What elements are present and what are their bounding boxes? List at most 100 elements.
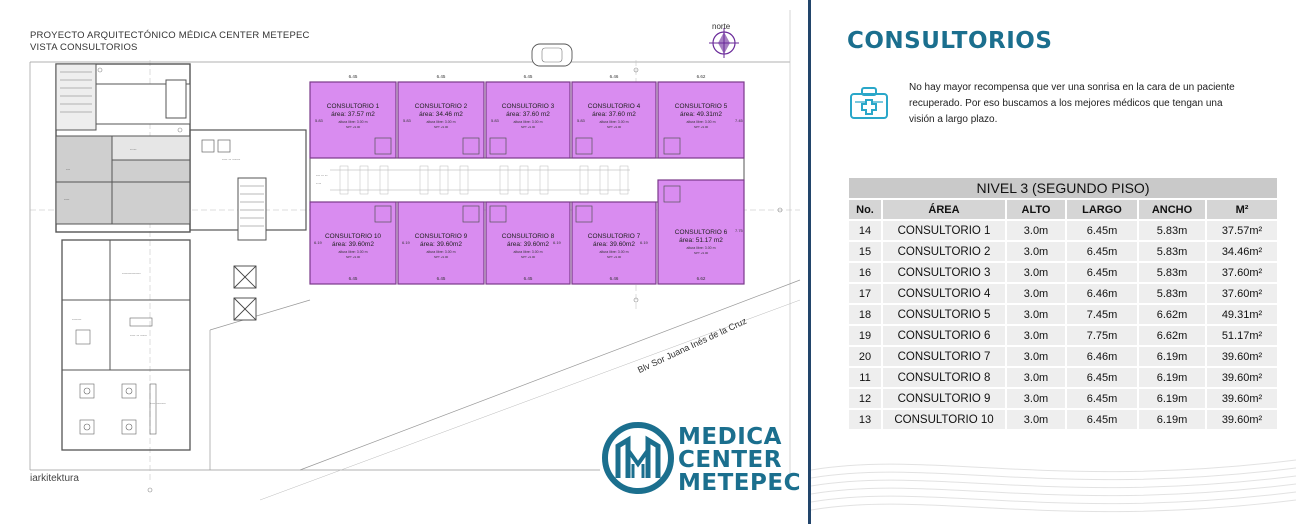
dim-label: --.--: [130, 146, 137, 151]
table-row: 20 CONSULTORIO 7 3.0m 6.46m 6.19m 39.60m…: [847, 345, 1279, 368]
room-consultorio-1: 6.45 5.83 CONSULTORIO 1 área: 37.57 m2 a…: [309, 74, 397, 159]
cell-alto: 3.0m: [1005, 261, 1067, 284]
floor-plan-drawing: --- ---- --.-- ---- -- ------ ----------…: [29, 10, 801, 501]
brand-line-1: MEDICA: [678, 424, 782, 450]
svg-text:6.19: 6.19: [640, 240, 649, 245]
cell-no: 20: [847, 345, 883, 368]
cell-largo: 7.45m: [1065, 303, 1139, 326]
svg-text:5.83: 5.83: [403, 118, 412, 123]
cell-no: 19: [847, 324, 883, 347]
car-icon: [531, 43, 573, 67]
cell-alto: 3.0m: [1005, 345, 1067, 368]
svg-text:NPT +9.00: NPT +9.00: [346, 255, 361, 259]
cell-area: CONSULTORIO 9: [881, 387, 1007, 410]
room-consultorio-3: 6.45 5.83 CONSULTORIO 3 área: 37.60 m2 a…: [485, 74, 571, 159]
floor-plan-panel: PROYECTO ARQUITECTÓNICO MÉDICA CENTER ME…: [29, 10, 801, 501]
table-row: 16 CONSULTORIO 3 3.0m 6.45m 5.83m 37.60m…: [847, 261, 1279, 284]
cell-area: CONSULTORIO 5: [881, 303, 1007, 326]
col-header-alto: ALTO: [1005, 198, 1067, 221]
room-consultorio-7: 6.46 6.19 CONSULTORIO 7 área: 39.60m2 al…: [571, 201, 657, 285]
cell-ancho: 5.83m: [1137, 282, 1207, 305]
svg-text:área: 37.57 m2: área: 37.57 m2: [331, 111, 375, 118]
room-consultorio-8: 6.45 6.19 CONSULTORIO 8 área: 39.60m2 al…: [485, 201, 571, 285]
svg-text:CONSULTORIO 5: CONSULTORIO 5: [675, 103, 728, 110]
cell-ancho: 5.83m: [1137, 240, 1207, 263]
svg-text:altura libre: 3.00 m: altura libre: 3.00 m: [600, 250, 629, 254]
svg-text:CONSULTORIO 10: CONSULTORIO 10: [325, 233, 381, 240]
room-consultorio-10: 6.45 6.19 CONSULTORIO 10 área: 39.60m2 a…: [309, 201, 397, 285]
cell-m2: 39.60m²: [1205, 366, 1279, 389]
cell-largo: 6.46m: [1065, 282, 1139, 305]
cell-ancho: 6.62m: [1137, 324, 1207, 347]
cell-alto: 3.0m: [1005, 303, 1067, 326]
svg-text:6.19: 6.19: [553, 240, 562, 245]
cell-ancho: 6.19m: [1137, 408, 1207, 431]
svg-text:NPT +9.00: NPT +9.00: [434, 125, 449, 129]
svg-text:área: 37.60 m2: área: 37.60 m2: [592, 111, 636, 118]
cell-largo: 6.45m: [1065, 366, 1139, 389]
svg-text:6.62: 6.62: [697, 276, 706, 281]
svg-text:6.45: 6.45: [524, 276, 533, 281]
table-header-row: No. ÁREA ALTO LARGO ANCHO M²: [847, 198, 1279, 221]
cell-ancho: 6.19m: [1137, 387, 1207, 410]
room-consultorio-5: 6.62 7.45 CONSULTORIO 5 área: 49.31m2 al…: [657, 74, 745, 159]
credit-label: iarkitektura: [30, 473, 79, 484]
cell-largo: 6.45m: [1065, 240, 1139, 263]
svg-text:CONSULTORIO 7: CONSULTORIO 7: [588, 233, 641, 240]
table-row: 17 CONSULTORIO 4 3.0m 6.46m 5.83m 37.60m…: [847, 282, 1279, 305]
col-header-area: ÁREA: [881, 198, 1007, 221]
cell-alto: 3.0m: [1005, 219, 1067, 242]
cell-no: 16: [847, 261, 883, 284]
svg-text:CONSULTORIO 4: CONSULTORIO 4: [588, 103, 641, 110]
svg-text:altura libre: 3.00 m: altura libre: 3.00 m: [427, 250, 456, 254]
col-header-m2: M²: [1205, 198, 1279, 221]
svg-text:CONSULTORIO 1: CONSULTORIO 1: [327, 103, 380, 110]
svg-text:NPT +9.00: NPT +9.00: [521, 255, 536, 259]
admin-label: --------------: [122, 270, 141, 275]
svg-text:CONSULTORIO 8: CONSULTORIO 8: [502, 233, 555, 240]
svg-text:altura libre: 3.00 m: altura libre: 3.00 m: [427, 120, 456, 124]
section-title: CONSULTORIOS: [847, 28, 1053, 54]
cell-ancho: 6.62m: [1137, 303, 1207, 326]
cell-m2: 37.60m²: [1205, 282, 1279, 305]
col-header-largo: LARGO: [1065, 198, 1139, 221]
cell-alto: 3.0m: [1005, 240, 1067, 263]
svg-text:área: 51.17 m2: área: 51.17 m2: [679, 237, 723, 244]
svg-text:7.75: 7.75: [735, 228, 744, 233]
svg-text:6.45: 6.45: [524, 74, 533, 79]
cell-m2: 39.60m²: [1205, 345, 1279, 368]
cell-m2: 34.46m²: [1205, 240, 1279, 263]
cell-alto: 3.0m: [1005, 282, 1067, 305]
cell-alto: 3.0m: [1005, 387, 1067, 410]
svg-text:altura libre: 3.00 m: altura libre: 3.00 m: [339, 120, 368, 124]
svg-text:6.62: 6.62: [697, 74, 706, 79]
cell-ancho: 5.83m: [1137, 261, 1207, 284]
svg-text:CONSULTORIO 9: CONSULTORIO 9: [415, 233, 468, 240]
cell-m2: 39.60m²: [1205, 408, 1279, 431]
svg-text:CONSULTORIO 2: CONSULTORIO 2: [415, 103, 468, 110]
svg-text:área: 39.60m2: área: 39.60m2: [332, 241, 374, 248]
cell-largo: 6.46m: [1065, 345, 1139, 368]
brand-line-3: METEPEC: [678, 470, 801, 496]
svg-text:altura libre: 3.00 m: altura libre: 3.00 m: [600, 120, 629, 124]
cell-area: CONSULTORIO 10: [881, 408, 1007, 431]
cell-no: 12: [847, 387, 883, 410]
svg-text:área: 39.60m2: área: 39.60m2: [420, 241, 462, 248]
brand-wordmark: MEDICA CENTER METEPEC: [678, 426, 801, 495]
svg-text:NPT +9.00: NPT +9.00: [346, 125, 361, 129]
cell-no: 15: [847, 240, 883, 263]
cell-area: CONSULTORIO 7: [881, 345, 1007, 368]
table-row: 13 CONSULTORIO 10 3.0m 6.45m 6.19m 39.60…: [847, 408, 1279, 431]
cell-m2: 51.17m²: [1205, 324, 1279, 347]
medical-kit-icon: [850, 87, 888, 119]
cell-area: CONSULTORIO 6: [881, 324, 1007, 347]
svg-text:5.83: 5.83: [315, 118, 324, 123]
table-row: 12 CONSULTORIO 9 3.0m 6.45m 6.19m 39.60m…: [847, 387, 1279, 410]
svg-text:altura libre: 3.00 m: altura libre: 3.00 m: [514, 120, 543, 124]
svg-text:6.19: 6.19: [314, 240, 323, 245]
svg-text:NPT +9.00: NPT +9.00: [607, 255, 622, 259]
dining-label: -------: [72, 316, 82, 321]
north-arrow-icon: [709, 28, 739, 58]
cell-ancho: 6.19m: [1137, 366, 1207, 389]
svg-text:6.45: 6.45: [437, 276, 446, 281]
